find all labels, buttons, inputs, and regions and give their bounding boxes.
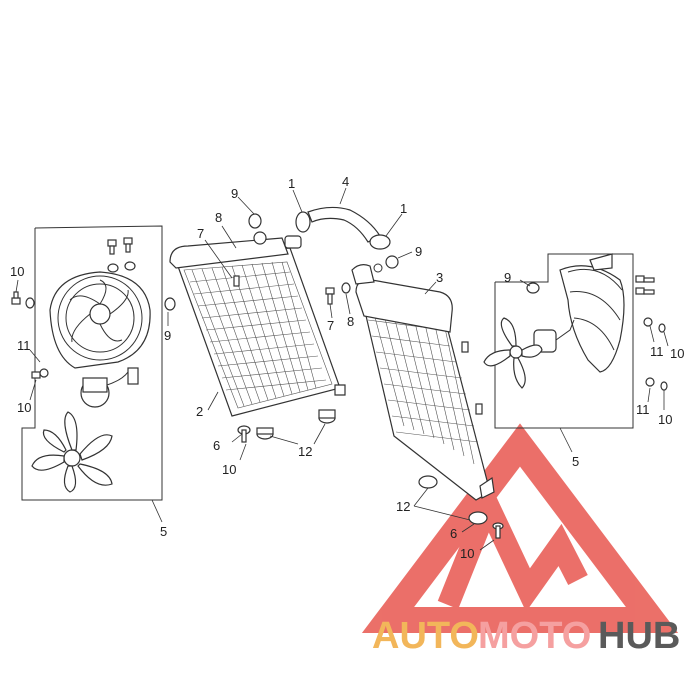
callout-label: 2 xyxy=(196,404,203,419)
callout-label: 1 xyxy=(400,201,407,216)
fan-motor-icon xyxy=(80,367,139,408)
watermark-hub: HUB xyxy=(598,615,680,657)
callout-label: 7 xyxy=(327,318,334,333)
grommet-icon xyxy=(164,297,176,311)
fan-blade-icon xyxy=(483,317,543,389)
callout-label: 11 xyxy=(636,402,650,417)
callout-label: 12 xyxy=(298,444,312,459)
hose-assembly xyxy=(292,187,403,250)
callout-label: 10 xyxy=(222,462,236,477)
watermark-logo xyxy=(361,423,679,633)
callout-label: 5 xyxy=(572,454,579,469)
callout-numbers: 10 11 10 5 9 8 7 9 2 6 10 12 1 4 1 9 3 7… xyxy=(10,174,684,561)
callout-label: 8 xyxy=(215,210,222,225)
watermark-moto: MOTO xyxy=(478,615,591,657)
bolt-icon xyxy=(107,237,136,273)
callout-label: 1 xyxy=(288,176,295,191)
callout-label: 10 xyxy=(670,346,684,361)
watermark-text: AUTO MOTO HUB xyxy=(372,615,680,657)
radiator-right xyxy=(325,251,504,551)
watermark-auto: AUTO xyxy=(372,615,479,657)
callout-label: 10 xyxy=(10,264,24,279)
screw-icon xyxy=(11,291,49,379)
bolt-icon xyxy=(325,282,351,305)
hose-clamp-icon xyxy=(369,234,391,250)
mount-bushing-icon xyxy=(237,409,336,443)
grommet-icon xyxy=(385,255,399,269)
callout-label: 7 xyxy=(197,226,204,241)
callout-label: 10 xyxy=(460,546,474,561)
right-fan-assembly xyxy=(483,253,669,453)
grommet-icon xyxy=(248,213,262,229)
radiator-core-grid xyxy=(189,261,327,407)
hose-clamp-icon xyxy=(295,211,311,233)
left-fan-assembly xyxy=(11,225,163,523)
fan-shroud-icon xyxy=(559,253,625,373)
callout-label: 6 xyxy=(213,438,220,453)
right-fan-group-box xyxy=(494,253,634,429)
bolt-icon xyxy=(526,275,668,391)
mount-bushing-icon xyxy=(418,475,504,539)
logo-m-shape xyxy=(437,477,588,612)
callout-label: 11 xyxy=(17,338,31,353)
callout-label: 9 xyxy=(504,270,511,285)
callout-label: 8 xyxy=(347,314,354,329)
callout-label: 9 xyxy=(415,244,422,259)
callout-label: 9 xyxy=(231,186,238,201)
callout-label: 12 xyxy=(396,499,410,514)
fan-blade-icon xyxy=(31,411,113,493)
fan-shroud-icon xyxy=(49,271,151,369)
logo-triangle xyxy=(361,423,679,633)
left-fan-group-box xyxy=(21,225,163,501)
callout-label: 5 xyxy=(160,524,167,539)
callout-label: 3 xyxy=(436,270,443,285)
callout-label: 11 xyxy=(650,344,664,359)
callout-label: 9 xyxy=(164,328,171,343)
callout-label: 10 xyxy=(17,400,31,415)
callout-label: 4 xyxy=(342,174,349,189)
radiator-left xyxy=(164,196,346,461)
callout-label: 6 xyxy=(450,526,457,541)
radiator-core-grid xyxy=(367,305,479,465)
callout-label: 10 xyxy=(658,412,672,427)
